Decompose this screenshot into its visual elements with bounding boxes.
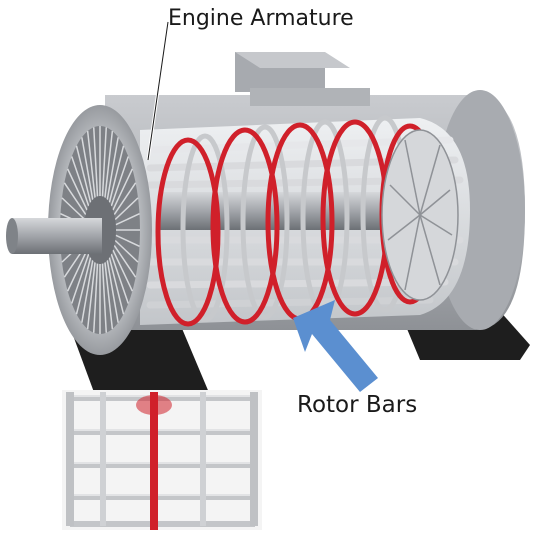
cooling-fin	[86, 131, 96, 198]
cooling-fin	[61, 197, 86, 221]
fan-icon	[381, 129, 459, 301]
cooling-fin	[81, 260, 94, 323]
cooling-fin	[104, 131, 114, 198]
cooling-fin	[101, 127, 108, 197]
cooling-fin	[66, 249, 88, 292]
cooling-fin	[101, 263, 108, 333]
armature-leader	[146, 21, 170, 161]
cooling-fin	[114, 197, 139, 221]
cooling-fin	[81, 137, 94, 200]
cooling-fin	[115, 213, 140, 226]
cooling-fin	[63, 182, 87, 215]
cooling-fin	[71, 253, 90, 304]
engine-armature-label: Engine Armature	[168, 6, 354, 31]
cooling-fin	[86, 262, 96, 329]
cooling-fin	[92, 263, 99, 333]
cooling-fin	[106, 260, 119, 323]
cooling-fin	[112, 168, 134, 211]
red-end-rings	[155, 119, 441, 327]
shaft-stub	[6, 218, 102, 254]
cooling-fin	[108, 145, 125, 203]
cooling-fin	[75, 145, 92, 203]
cooling-fin	[113, 182, 137, 215]
cooling-fin	[75, 257, 92, 315]
cooling-fin	[113, 245, 137, 278]
arrow-icon	[293, 300, 378, 392]
cooling-fin	[115, 234, 140, 247]
cooling-fin	[92, 127, 99, 197]
rotor-bars-inset	[62, 390, 262, 530]
rotor-bars-label: Rotor Bars	[297, 392, 418, 418]
cooling-fin	[66, 168, 88, 211]
cooling-fin	[108, 257, 125, 315]
cooling-fin	[114, 239, 139, 263]
cooling-fin	[104, 262, 114, 329]
cooling-fin	[112, 249, 134, 292]
cooling-fin	[71, 156, 90, 207]
cooling-fin	[110, 253, 129, 304]
cooling-fin	[110, 156, 129, 207]
cooling-fin	[106, 137, 119, 200]
